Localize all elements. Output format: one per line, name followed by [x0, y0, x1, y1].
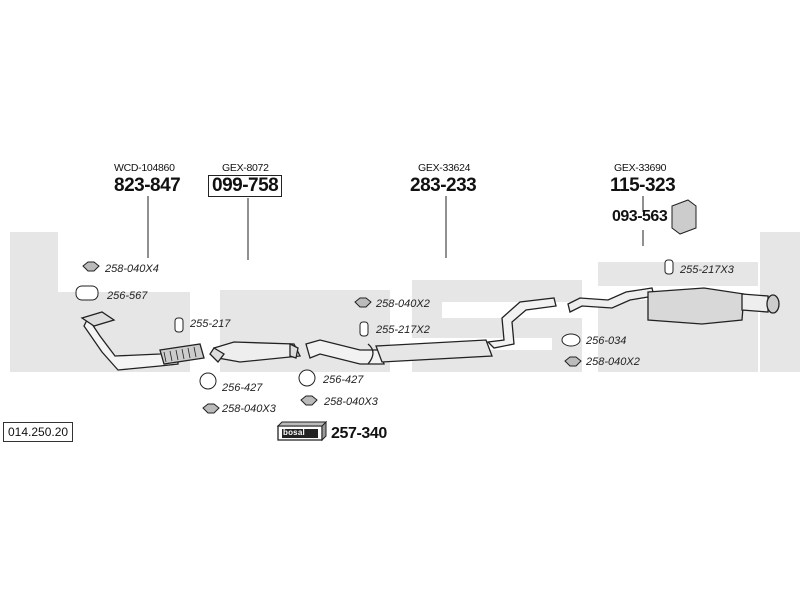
spring-bolt-icon — [359, 321, 369, 337]
group-part-3: 283-233 — [410, 175, 477, 196]
small-part-label: 258-040X2 — [376, 298, 430, 310]
spring-bolt-icon — [174, 317, 184, 333]
gasket-icon — [75, 285, 99, 301]
mount-bracket-icon — [671, 199, 697, 235]
small-part-label: 256-034 — [586, 335, 627, 347]
middle-silencer — [305, 297, 557, 365]
small-part-label: 258-040X3 — [222, 403, 276, 415]
catalytic-converter — [209, 341, 302, 363]
catalog-code: 014.250.20 — [3, 422, 74, 442]
small-part-label: 256-427 — [222, 382, 263, 394]
group-part-4: 115-323 — [610, 175, 676, 196]
spring-bolt-icon — [664, 259, 674, 275]
small-part-label: 255-217 — [190, 318, 231, 330]
nut-icon — [354, 297, 372, 308]
group-ref-1: WCD-104860 — [114, 162, 175, 174]
nut-icon — [202, 403, 220, 414]
accessory-part-number: 257-340 — [331, 425, 387, 442]
mount-part-number: 093-563 — [612, 208, 668, 225]
nut-icon — [564, 356, 582, 367]
gasket-icon — [199, 372, 217, 390]
bosal-logo-text: bosal — [283, 428, 305, 437]
group-ref-4: GEX-33690 — [614, 162, 667, 174]
group-part-2: 099-758 — [208, 175, 283, 197]
small-part-label: 256-567 — [107, 290, 148, 302]
small-part-label: 258-040X2 — [586, 356, 640, 368]
rear-muffler — [567, 287, 780, 325]
group-part-1: 823-847 — [114, 175, 181, 196]
front-pipe — [80, 311, 205, 371]
group-ref-3: GEX-33624 — [418, 162, 471, 174]
small-part-label: 255-217X3 — [680, 264, 734, 276]
small-part-label: 255-217X2 — [376, 324, 430, 336]
group-ref-2: GEX-8072 — [222, 162, 269, 174]
small-part-label: 258-040X3 — [324, 396, 378, 408]
nut-icon — [300, 395, 318, 406]
gasket-icon — [298, 369, 316, 387]
small-part-label: 256-427 — [323, 374, 364, 386]
small-part-label: 258-040X4 — [105, 263, 159, 275]
nut-icon — [82, 261, 100, 272]
bosal-logo-box — [276, 420, 328, 442]
gasket-icon — [561, 333, 581, 347]
